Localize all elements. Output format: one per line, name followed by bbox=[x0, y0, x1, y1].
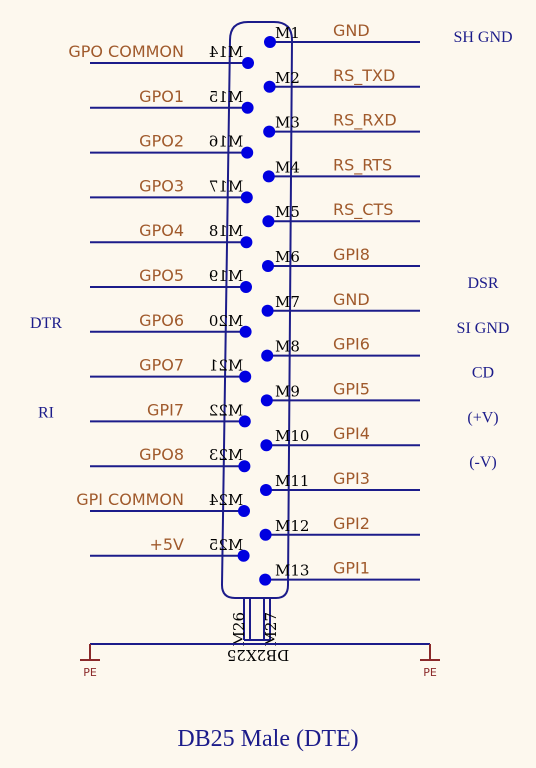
right-pin-number: M5 bbox=[275, 203, 300, 221]
pin-contact-dot bbox=[260, 484, 272, 496]
right-external-label: SH GND bbox=[453, 29, 512, 46]
connector-reference-label: DB2X25 bbox=[227, 646, 289, 664]
pin-contact-dot bbox=[242, 57, 254, 69]
left-pin-number: M18 bbox=[209, 222, 243, 240]
left-pin-number: M21 bbox=[209, 357, 243, 375]
right-external-label: DSR bbox=[467, 275, 498, 292]
left-pin-number: M15 bbox=[209, 88, 243, 106]
pin-contact-dot bbox=[262, 260, 274, 272]
pin-contact-dot bbox=[262, 215, 275, 228]
ground-symbol-left: PE bbox=[80, 644, 100, 679]
right-pin-number: M3 bbox=[275, 114, 300, 132]
right-signal-label: GPI6 bbox=[333, 335, 370, 354]
right-pin-number: M6 bbox=[275, 248, 300, 266]
right-signal-label: GND bbox=[333, 21, 370, 40]
right-pin-number: M13 bbox=[275, 562, 309, 580]
right-pin-number: M4 bbox=[275, 158, 300, 176]
left-pin-number: M16 bbox=[209, 133, 243, 151]
left-pin-number: M22 bbox=[209, 401, 243, 419]
left-pin-number: M23 bbox=[209, 446, 243, 464]
left-signal-label: GPO7 bbox=[139, 356, 184, 375]
left-signal-label: GPO5 bbox=[139, 266, 184, 285]
right-external-label: CD bbox=[472, 365, 494, 382]
left-signal-label: GPO1 bbox=[139, 87, 184, 106]
left-signal-label: GPO4 bbox=[139, 221, 184, 240]
pin-contact-dot bbox=[237, 549, 250, 562]
left-signal-label: GPO2 bbox=[139, 132, 184, 151]
left-pin-number: M24 bbox=[209, 491, 243, 509]
right-signal-label: RS_TXD bbox=[333, 66, 395, 86]
left-pin-number: M25 bbox=[209, 536, 243, 554]
pin-contact-dot bbox=[240, 236, 253, 249]
pin-contact-dot bbox=[241, 101, 254, 114]
left-pin-number: M19 bbox=[209, 267, 243, 285]
pin-contact-dot bbox=[238, 505, 250, 517]
pin-contact-dot bbox=[238, 415, 251, 428]
pin-contact-dot bbox=[261, 304, 274, 317]
left-signal-label: +5V bbox=[149, 535, 184, 554]
right-signal-label: GPI3 bbox=[333, 469, 370, 488]
left-signal-label: GPO8 bbox=[139, 445, 184, 464]
left-pin-number: M20 bbox=[209, 312, 243, 330]
left-pin-number: M14 bbox=[209, 43, 243, 61]
connector-body bbox=[220, 21, 294, 599]
right-pin-number: M2 bbox=[275, 69, 300, 87]
pin-contact-dot bbox=[240, 191, 253, 204]
left-signal-label: GPI7 bbox=[147, 400, 184, 419]
pin-contact-dot bbox=[260, 439, 273, 452]
left-signal-label: GPO COMMON bbox=[68, 42, 184, 61]
pin-contact-dot bbox=[238, 460, 251, 473]
pin-contact-dot bbox=[262, 170, 275, 183]
mount-pin-label-2: M27 bbox=[262, 612, 280, 646]
right-pin-number: M7 bbox=[275, 293, 300, 311]
right-signal-label: GPI8 bbox=[333, 245, 370, 264]
left-external-label: RI bbox=[38, 404, 54, 421]
right-external-label: SI GND bbox=[457, 320, 510, 337]
right-signal-label: GND bbox=[333, 290, 370, 309]
left-signal-label: GPO3 bbox=[139, 176, 184, 195]
right-external-label: (-V) bbox=[469, 454, 497, 471]
pin-contact-dot bbox=[239, 325, 252, 338]
right-signal-label: GPI4 bbox=[333, 424, 370, 443]
right-pin-number: M12 bbox=[275, 517, 309, 535]
right-signal-label: RS_RXD bbox=[333, 111, 397, 131]
pin-contact-dot bbox=[241, 146, 254, 159]
left-signal-label: GPO6 bbox=[139, 311, 184, 330]
pin-contact-dot bbox=[263, 125, 276, 138]
right-signal-label: RS_CTS bbox=[333, 200, 393, 220]
mount-pin-label-1: M26 bbox=[230, 612, 248, 646]
right-signal-label: RS_RTS bbox=[333, 155, 392, 175]
pe-label-left: PE bbox=[83, 666, 97, 679]
pin-contact-dot bbox=[240, 281, 252, 293]
right-pin-number: M1 bbox=[275, 24, 300, 42]
pin-contact-dot bbox=[259, 573, 272, 586]
right-pin-number: M10 bbox=[275, 427, 309, 445]
right-pin-number: M8 bbox=[275, 338, 300, 356]
ground-symbol-right: PE bbox=[420, 644, 440, 679]
right-signal-label: GPI2 bbox=[333, 514, 370, 533]
pin-contact-dot bbox=[261, 349, 274, 362]
pin-contact-dot bbox=[263, 80, 276, 93]
left-signal-label: GPI COMMON bbox=[76, 490, 184, 509]
mounting-legs bbox=[243, 598, 271, 641]
right-pin-number: M9 bbox=[275, 382, 300, 400]
pe-label-right: PE bbox=[423, 666, 437, 679]
left-pin-number: M17 bbox=[209, 177, 243, 195]
pin-contact-dot bbox=[239, 370, 252, 383]
pin-contact-dot bbox=[259, 528, 272, 541]
diagram-caption: DB25 Male (DTE) bbox=[177, 726, 358, 752]
right-signal-label: GPI5 bbox=[333, 379, 370, 398]
pin-contact-dot bbox=[264, 36, 276, 48]
right-pin-number: M11 bbox=[275, 472, 309, 490]
pin-contact-dot bbox=[260, 394, 273, 407]
left-external-label: DTR bbox=[30, 315, 62, 332]
right-signal-label: GPI1 bbox=[333, 559, 370, 578]
right-external-label: (+V) bbox=[467, 409, 498, 426]
